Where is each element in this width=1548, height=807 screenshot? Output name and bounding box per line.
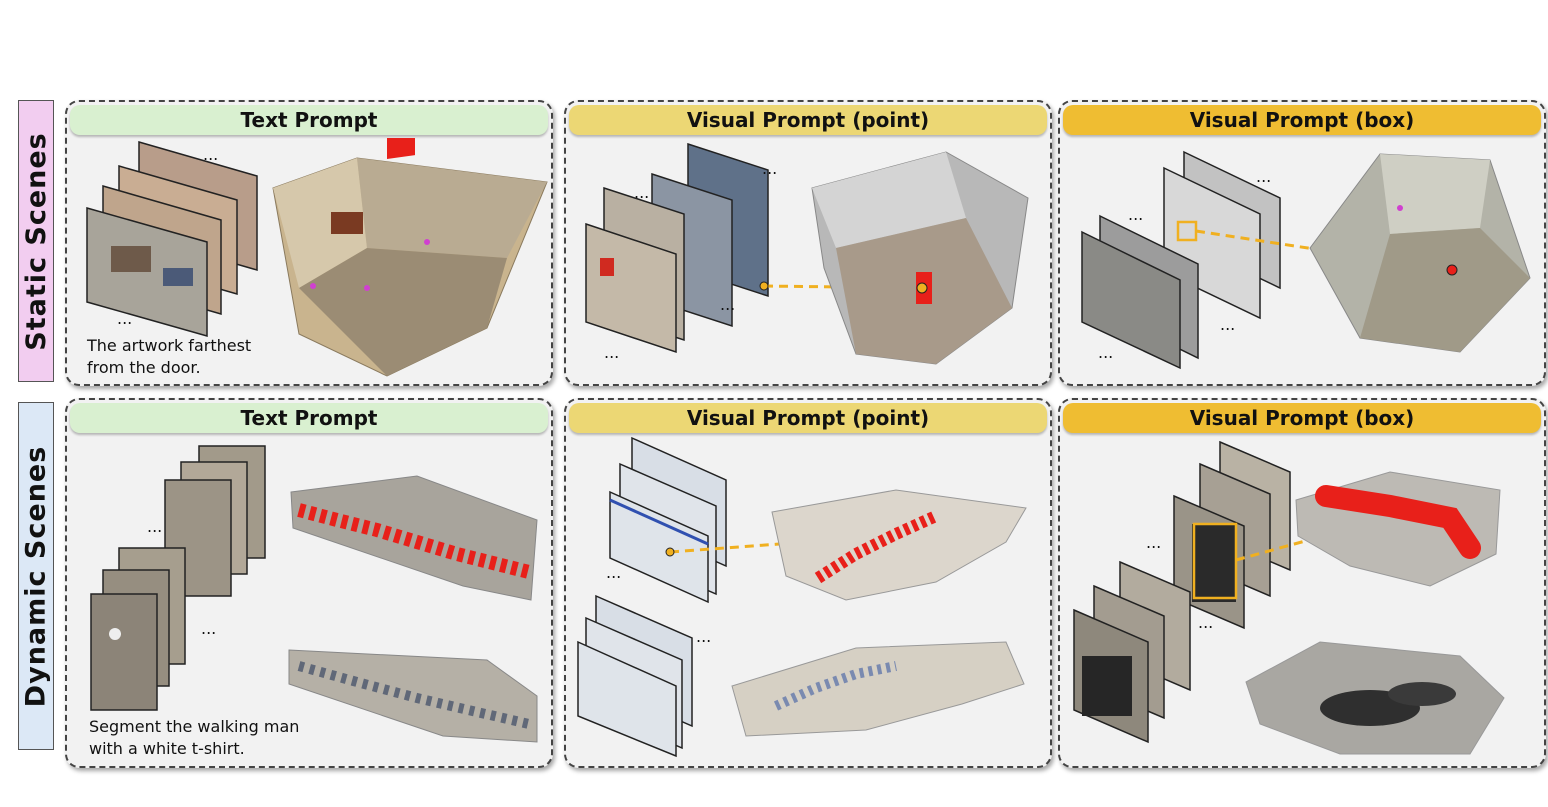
dynamic-box-illustration: ... ...: [1073, 440, 1505, 755]
dynamic-text-caption: Segment the walking man with a white t-s…: [89, 716, 299, 760]
frame-stack-bottom: [1073, 560, 1191, 744]
ellipsis-bottom: ...: [1198, 613, 1213, 632]
dynamic-text-caption-line-1: Segment the walking man: [89, 717, 300, 736]
panel-dynamic-text-header: Text Prompt: [70, 403, 548, 433]
panel-dynamic-text: Text Prompt ... ...: [65, 398, 553, 768]
panel-static-point: Visual Prompt (point) ... ... ... ...: [564, 100, 1052, 386]
row-label-dynamic: Dynamic Scenes: [18, 402, 54, 750]
static-text-illustration: ... ...: [86, 138, 548, 377]
panel-dynamic-point-title: Visual Prompt (point): [686, 406, 930, 430]
panel-static-box: Visual Prompt (box) ... ... ... ...: [1058, 100, 1546, 386]
panel-dynamic-box: Visual Prompt (box) ... ...: [1058, 398, 1546, 768]
panel-static-text: Text Prompt ... ...: [65, 100, 553, 386]
row-label-dynamic-text: Dynamic Scenes: [20, 445, 52, 707]
prompt-point: [665, 547, 675, 557]
ellipsis-top: ...: [147, 517, 162, 536]
static-text-caption: The artwork farthest from the door.: [87, 335, 251, 379]
highlighted-artwork: [387, 138, 415, 160]
frame-stack: [585, 142, 769, 354]
panel-static-box-header: Visual Prompt (box): [1063, 105, 1541, 135]
frame-stack-bottom: [577, 594, 693, 758]
frame-stack: [86, 141, 258, 337]
panel-static-text-body: ... ... The artwork farthest from the do…: [67, 138, 551, 384]
point-cloud-skater-highlight: [771, 489, 1027, 601]
dynamic-text-illustration: ... ...: [90, 445, 538, 743]
frame-stack-top: [1173, 440, 1291, 630]
panel-dynamic-point: Visual Prompt (point) ... ...: [564, 398, 1052, 768]
point-cloud-skater-render: [731, 641, 1025, 737]
ellipsis-top: ...: [1256, 167, 1271, 186]
panel-dynamic-text-title: Text Prompt: [240, 406, 378, 430]
point-cloud-room: [811, 151, 1029, 365]
static-point-illustration: ... ... ... ...: [585, 142, 1029, 365]
point-cloud-dog-highlight: [1295, 471, 1501, 587]
panel-static-text-title: Text Prompt: [240, 108, 378, 132]
ellipsis-bottom: ...: [117, 309, 132, 328]
point-cloud-room: [272, 138, 548, 377]
ellipsis-bottom: ...: [1098, 343, 1113, 362]
panel-static-point-body: ... ... ... ...: [566, 138, 1050, 384]
panel-dynamic-text-body: ... ... Segment the walking man with a w…: [67, 436, 551, 766]
panel-dynamic-point-header: Visual Prompt (point): [569, 403, 1047, 433]
panel-dynamic-box-body: ... ...: [1060, 436, 1544, 766]
dynamic-point-illustration: ... ...: [577, 436, 1027, 758]
panel-static-box-body: ... ... ... ...: [1060, 138, 1544, 384]
prompt-box: [1192, 522, 1238, 600]
ellipsis-top: ...: [203, 145, 218, 164]
panel-static-point-title: Visual Prompt (point): [686, 108, 930, 132]
static-text-caption-line-1: The artwork farthest: [87, 336, 252, 355]
panel-static-point-header: Visual Prompt (point): [569, 105, 1047, 135]
highlighted-object: [1446, 264, 1458, 276]
ellipsis-bottom: ...: [604, 343, 619, 362]
panel-dynamic-point-body: ... ...: [566, 436, 1050, 766]
ellipsis-mid: ...: [1220, 315, 1235, 334]
panel-static-box-title: Visual Prompt (box): [1189, 108, 1415, 132]
ellipsis-mid: ...: [606, 563, 621, 582]
frame-stack: [90, 445, 266, 711]
ellipsis-left: ...: [634, 183, 649, 202]
ellipsis-mid: ...: [720, 295, 735, 314]
ellipsis-bottom: ...: [201, 619, 216, 638]
panel-dynamic-box-title: Visual Prompt (box): [1189, 406, 1415, 430]
frame-stack-top: [609, 436, 727, 604]
point-cloud-dog-render: [1245, 641, 1505, 755]
static-box-illustration: ... ... ... ...: [1081, 150, 1531, 370]
point-cloud-trajectory-render: [288, 649, 538, 743]
prompt-point: [759, 281, 769, 291]
ellipsis-left: ...: [1128, 205, 1143, 224]
ellipsis-mid: ...: [1146, 533, 1161, 552]
frame-stack: [1081, 150, 1281, 370]
row-label-static: Static Scenes: [18, 100, 54, 382]
point-cloud-trajectory-highlight: [290, 475, 538, 601]
static-text-caption-line-2: from the door.: [87, 358, 201, 377]
panel-static-text-header: Text Prompt: [70, 105, 548, 135]
ellipsis-top: ...: [762, 159, 777, 178]
panel-dynamic-box-header: Visual Prompt (box): [1063, 403, 1541, 433]
point-cloud-room: [1309, 153, 1531, 353]
ellipsis-bottom: ...: [696, 627, 711, 646]
dynamic-text-caption-line-2: with a white t-shirt.: [89, 739, 245, 758]
row-label-static-text: Static Scenes: [20, 131, 52, 351]
